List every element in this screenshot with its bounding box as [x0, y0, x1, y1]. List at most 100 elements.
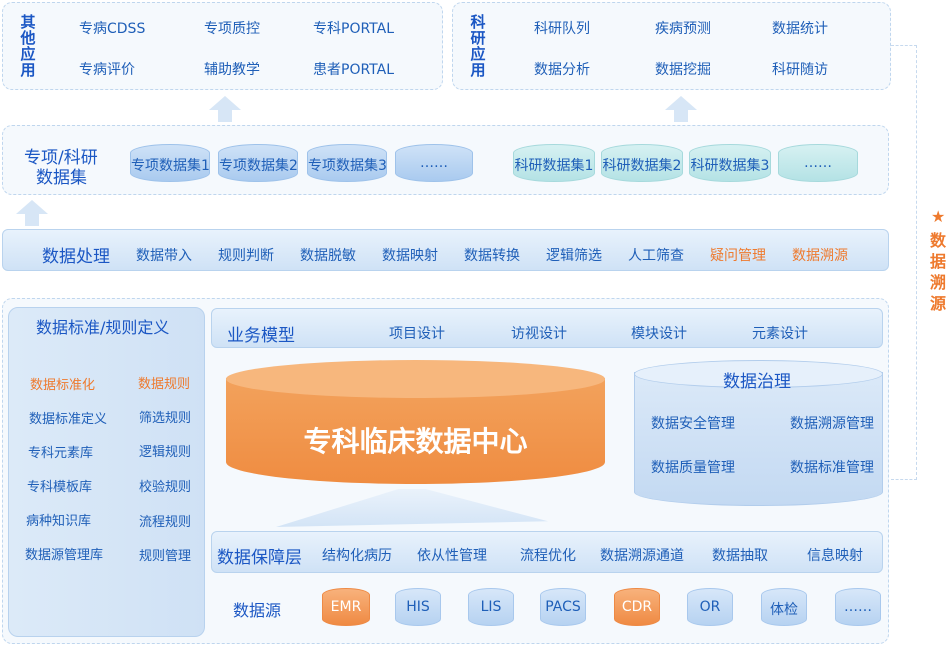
source-cylinder: HIS — [395, 588, 441, 626]
up-arrow-icon — [209, 96, 241, 110]
guarantee-item: 结构化病历 — [322, 548, 392, 564]
governance-cylinder-top — [634, 360, 883, 388]
trace-star-icon: ★ — [931, 207, 946, 226]
trace-bracket — [891, 45, 917, 480]
standards-right-item: 逻辑规则 — [139, 445, 192, 460]
source-label: HIS — [406, 599, 430, 615]
processing-item: 数据转换 — [464, 248, 520, 264]
source-cylinder: CDR — [614, 588, 660, 626]
research-dataset-label: 科研数据集3 — [690, 158, 770, 174]
standards-left-item: 数据标准定义 — [29, 412, 108, 427]
processing-bar — [2, 229, 889, 271]
trace-title: 数据溯源 — [930, 231, 947, 313]
research-dataset-cylinder: 科研数据集2 — [601, 144, 683, 182]
processing-item-highlight: 疑问管理 — [710, 248, 766, 264]
sources-title: 数据源 — [233, 601, 282, 620]
standards-right-item: 规则管理 — [139, 549, 192, 564]
guarantee-item: 依从性管理 — [417, 548, 487, 564]
processing-item: 数据映射 — [382, 248, 438, 264]
research-dataset-label: …… — [804, 155, 832, 171]
app-item: 疾病预测 — [655, 21, 711, 37]
business-model-bar — [211, 308, 883, 348]
special-dataset-label: …… — [420, 155, 448, 171]
app-item: 专科PORTAL — [313, 21, 395, 37]
app-item: 数据分析 — [534, 62, 590, 78]
center-cylinder-top — [226, 360, 605, 398]
source-cylinder: 体检 — [761, 588, 807, 626]
up-arrow-stem — [218, 110, 232, 122]
research-dataset-label: 科研数据集2 — [602, 158, 682, 174]
special-dataset-label: 专项数据集2 — [219, 158, 298, 174]
app-item: 数据挖掘 — [655, 62, 711, 78]
app-item: 专病CDSS — [79, 21, 146, 37]
center-title: 专科临床数据中心 — [303, 425, 528, 458]
app-item: 科研队列 — [534, 21, 590, 37]
app-item: 辅助教学 — [204, 62, 260, 78]
source-cylinder: OR — [687, 588, 733, 626]
app-item: 专病评价 — [79, 62, 135, 78]
special-dataset-cylinder: 专项数据集1 — [130, 144, 210, 182]
source-label: EMR — [330, 599, 362, 615]
research-apps-title: 科研应用 — [470, 13, 486, 79]
standards-left-item: 专科模板库 — [27, 480, 93, 495]
processing-title: 数据处理 — [42, 247, 110, 267]
standards-left-item: 病种知识库 — [26, 514, 92, 529]
research-dataset-label: 科研数据集1 — [514, 158, 594, 174]
special-dataset-label: 专项数据集3 — [308, 158, 387, 174]
datasets-title: 专项/科研 — [24, 148, 98, 168]
standards-left-highlight: 数据标准化 — [30, 378, 96, 393]
source-label: 体检 — [770, 602, 798, 618]
app-item: 专项质控 — [204, 21, 260, 37]
up-arrow-stem — [25, 214, 39, 226]
guarantee-item: 数据溯源通道 — [600, 548, 684, 564]
governance-item: 数据标准管理 — [790, 460, 874, 476]
app-item: 患者PORTAL — [313, 62, 395, 78]
source-label: LIS — [480, 599, 502, 615]
source-label: CDR — [621, 599, 653, 615]
datasets-title: 数据集 — [36, 168, 87, 188]
governance-title: 数据治理 — [723, 372, 791, 392]
standards-right-highlight: 数据规则 — [138, 377, 191, 392]
business-model-item: 模块设计 — [631, 326, 687, 342]
standards-right-item: 筛选规则 — [139, 411, 192, 426]
special-dataset-cylinder: 专项数据集3 — [307, 144, 387, 182]
governance-item: 数据质量管理 — [651, 460, 735, 476]
source-label: OR — [699, 599, 721, 615]
research-dataset-cylinder: 科研数据集1 — [513, 144, 595, 182]
special-dataset-cylinder: 专项数据集2 — [218, 144, 298, 182]
governance-item: 数据溯源管理 — [790, 416, 874, 432]
guarantee-item: 流程优化 — [520, 548, 576, 564]
standards-left-item: 专科元素库 — [28, 446, 94, 461]
other-apps-panel — [2, 2, 443, 90]
app-item: 科研随访 — [772, 62, 828, 78]
standards-right-item: 校验规则 — [139, 480, 192, 495]
governance-cylinder-body — [634, 372, 883, 506]
up-arrow-icon — [16, 200, 48, 214]
research-dataset-cylinder: 科研数据集3 — [689, 144, 771, 182]
special-dataset-cylinder: …… — [395, 144, 473, 182]
source-cylinder: …… — [835, 588, 881, 626]
business-model-item: 项目设计 — [389, 326, 445, 342]
guarantee-item: 数据抽取 — [712, 548, 768, 564]
source-cylinder: PACS — [540, 588, 586, 626]
guarantee-item: 信息映射 — [807, 548, 863, 564]
up-arrow-icon — [665, 96, 697, 110]
business-model-item: 元素设计 — [752, 326, 808, 342]
processing-item: 人工筛查 — [628, 248, 684, 264]
up-arrow-stem — [674, 110, 688, 122]
standards-panel — [8, 307, 205, 637]
research-dataset-cylinder: …… — [778, 144, 858, 182]
standards-left-item: 数据源管理库 — [25, 548, 104, 563]
processing-item: 数据脱敏 — [300, 248, 356, 264]
research-apps-panel — [452, 2, 891, 90]
other-apps-title: 其他应用 — [20, 13, 36, 79]
guarantee-bar — [211, 531, 883, 573]
processing-item: 数据带入 — [136, 248, 192, 264]
source-cylinder: LIS — [468, 588, 514, 626]
standards-title: 数据标准/规则定义 — [36, 318, 170, 337]
source-label: PACS — [545, 599, 581, 615]
processing-item: 逻辑筛选 — [546, 248, 602, 264]
processing-item-highlight: 数据溯源 — [792, 248, 848, 264]
source-cylinder: EMR — [322, 588, 370, 626]
guarantee-title: 数据保障层 — [217, 548, 302, 568]
